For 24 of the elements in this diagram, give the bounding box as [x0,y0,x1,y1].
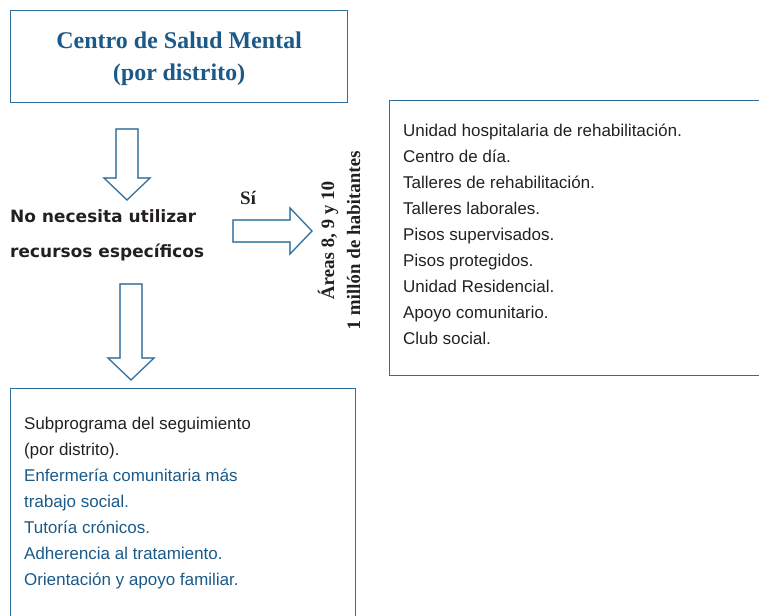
list-item: Orientación y apoyo familiar. [24,569,240,591]
list-item: Talleres laborales. [403,198,540,220]
list-item: Apoyo comunitario. [403,302,549,324]
block-arrow [232,206,314,256]
rotated-caption: Áreas 8, 9 y 10 [316,180,340,302]
list-item: Unidad hospitalaria de rehabilitación. [403,120,682,142]
list-item: Centro de día. [403,146,511,168]
process-box [10,10,348,103]
list-item: Pisos supervisados. [403,224,554,246]
list-item: Tutoría crónicos. [24,517,151,539]
block-arrow [106,283,156,382]
list-item: Unidad Residencial. [403,276,554,298]
list-item: Club social. [403,328,491,350]
list-item: Pisos protegidos. [403,250,534,272]
list-item: Talleres de rehabilitación. [403,172,595,194]
box-title: Centro de Salud Mental (por distrito) [55,26,303,88]
program-box [10,388,356,616]
list-item: Enfermería comunitaria más trabajo social. [24,465,239,513]
decision-text: No necesita utilizar recursos específicos [10,206,206,264]
resource-box [389,100,759,376]
box-heading: Subprograma del seguimiento (por distrito). [24,413,252,461]
list-item: Adherencia al tratamiento. [24,543,224,565]
rotated-caption: 1 millón de habitantes [343,150,366,332]
block-arrow [102,128,152,202]
